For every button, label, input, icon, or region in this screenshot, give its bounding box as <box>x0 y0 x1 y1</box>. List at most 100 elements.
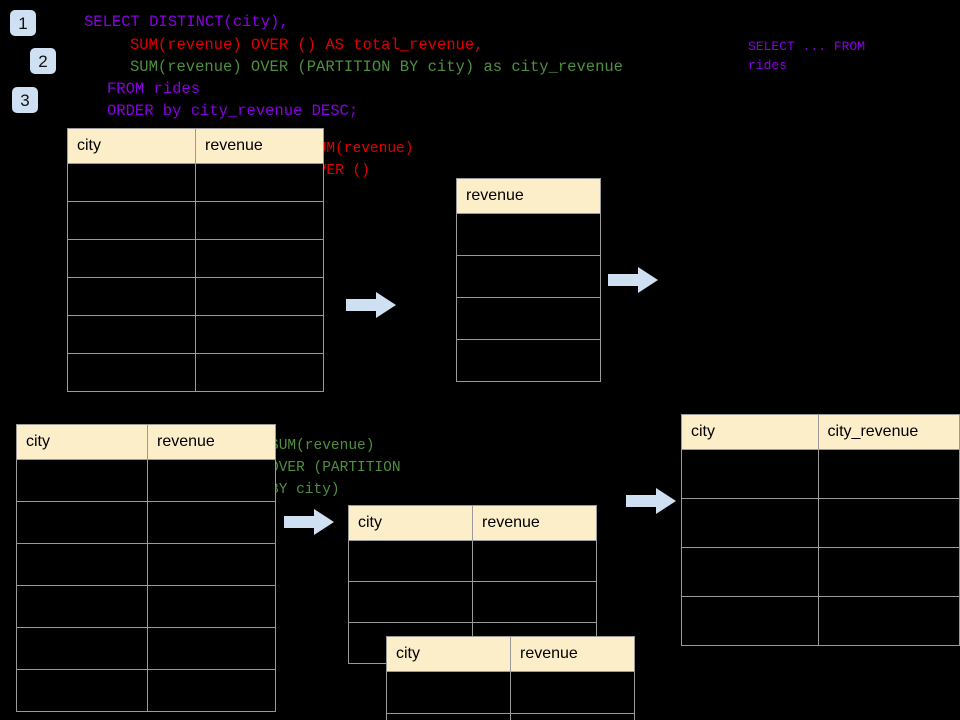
table-cell <box>147 501 276 544</box>
sql-line-from: FROM rides <box>107 80 201 98</box>
table-cell <box>386 671 511 714</box>
table-header-row: revenue <box>456 178 601 214</box>
table-cell <box>195 239 324 278</box>
table-header-row: city revenue <box>16 424 276 460</box>
table-row <box>67 201 324 240</box>
column-header-revenue: revenue <box>456 178 601 214</box>
table-total-revenue: revenue <box>456 178 601 382</box>
table-cell <box>67 277 196 316</box>
step-badge-2-label: 2 <box>38 51 48 71</box>
table-cell <box>67 353 196 392</box>
table-cell <box>16 585 148 628</box>
arrow-right-icon-bottom-2 <box>626 488 676 514</box>
table-cell <box>16 459 148 502</box>
table-cell <box>67 163 196 202</box>
table-row <box>386 671 635 714</box>
table-body <box>386 671 635 720</box>
table-row <box>681 596 960 646</box>
table-cell <box>472 581 597 623</box>
table-cell <box>681 547 819 597</box>
sql-line-city-revenue: SUM(revenue) OVER (PARTITION BY city) as… <box>130 58 623 76</box>
table-cell <box>147 585 276 628</box>
table-result: city city_revenue <box>681 414 960 646</box>
sql-line-order-by: ORDER by city_revenue DESC; <box>107 102 359 120</box>
table-row <box>681 449 960 499</box>
table-row <box>67 163 324 202</box>
table-cell <box>510 713 635 720</box>
table-header-row: city revenue <box>386 636 635 672</box>
table-row <box>16 459 276 502</box>
column-header-revenue: revenue <box>147 424 276 460</box>
annotation-sum-over-empty: SUM(revenue) OVER () <box>309 141 414 179</box>
table-row <box>16 627 276 670</box>
table-body <box>16 459 276 712</box>
table-partition-group-b: city revenue <box>386 636 635 720</box>
table-cell <box>348 581 473 623</box>
table-row <box>456 297 601 340</box>
annotation-sum-over-partition: SUM(revenue) OVER (PARTITION BY city) <box>270 438 401 498</box>
table-header-row: city city_revenue <box>681 414 960 450</box>
arrow-right-icon-bottom-1 <box>284 509 334 535</box>
table-row <box>16 543 276 586</box>
table-body <box>681 449 960 646</box>
table-cell <box>817 547 960 597</box>
step-badge-1: 1 <box>10 10 36 36</box>
step-badge-3: 3 <box>12 87 38 113</box>
table-row <box>348 540 597 582</box>
table-cell <box>195 353 324 392</box>
sql-line-select: SELECT DISTINCT(city), <box>84 13 289 31</box>
table-cell <box>147 543 276 586</box>
table-row <box>67 277 324 316</box>
table-source-top: city revenue <box>67 128 324 392</box>
table-row <box>456 339 601 382</box>
table-row <box>681 547 960 597</box>
column-header-revenue: revenue <box>195 128 324 164</box>
column-header-revenue: revenue <box>472 505 597 541</box>
table-row <box>67 315 324 354</box>
table-cell <box>472 540 597 582</box>
table-row <box>681 498 960 548</box>
table-cell <box>67 315 196 354</box>
table-cell <box>817 596 960 646</box>
table-cell <box>456 255 601 298</box>
sql-line-total-revenue: SUM(revenue) OVER () AS total_revenue, <box>130 36 484 54</box>
step-badge-2: 2 <box>30 48 56 74</box>
table-body <box>456 213 601 382</box>
table-cell <box>147 669 276 712</box>
table-cell <box>195 201 324 240</box>
table-cell <box>67 201 196 240</box>
table-cell <box>386 713 511 720</box>
column-header-revenue: revenue <box>510 636 635 672</box>
annotation-select-from-rides: SELECT ... FROM rides <box>748 39 866 73</box>
column-header-city: city <box>16 424 148 460</box>
table-row <box>16 501 276 544</box>
column-header-city: city <box>386 636 511 672</box>
table-row <box>348 581 597 623</box>
table-header-row: city revenue <box>67 128 324 164</box>
arrow-right-icon-top-1 <box>346 292 396 318</box>
arrow-right-icon-top-2 <box>608 267 658 293</box>
table-cell <box>456 339 601 382</box>
table-cell <box>195 277 324 316</box>
column-header-city: city <box>67 128 196 164</box>
table-cell <box>16 501 148 544</box>
column-header-city-revenue: city_revenue <box>817 414 960 450</box>
table-source-bottom: city revenue <box>16 424 276 712</box>
table-cell <box>16 543 148 586</box>
table-cell <box>817 449 960 499</box>
table-cell <box>817 498 960 548</box>
step-badge-1-label: 1 <box>18 13 28 33</box>
table-cell <box>147 627 276 670</box>
table-row <box>16 585 276 628</box>
table-cell <box>681 449 819 499</box>
table-cell <box>681 498 819 548</box>
table-row <box>456 255 601 298</box>
table-row <box>16 669 276 712</box>
step-badge-3-label: 3 <box>20 90 30 110</box>
table-header-row: city revenue <box>348 505 597 541</box>
column-header-city: city <box>681 414 819 450</box>
table-row <box>386 713 635 720</box>
table-cell <box>195 315 324 354</box>
table-cell <box>147 459 276 502</box>
